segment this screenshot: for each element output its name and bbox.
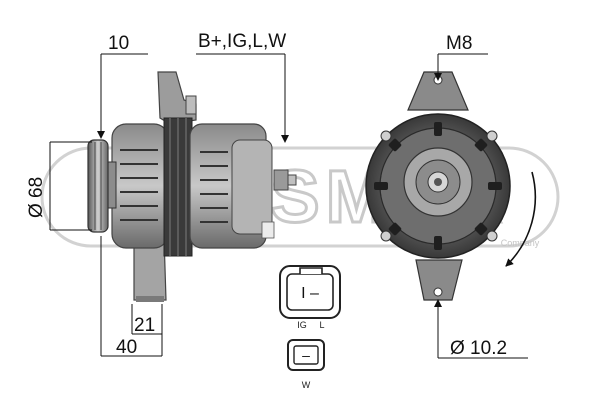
dimension-mount-thread: M8 [434,33,488,81]
alternator-front-view [365,71,511,301]
mount-distance-label: 40 [116,337,137,358]
plug-w-label: W [302,380,311,390]
dimension-pulley-width: 10 [97,33,148,139]
hole-diameter-label: Ø 10.2 [450,338,507,359]
plug-b-symbol: – [302,347,310,363]
dimension-hole-diameter: Ø 10.2 [434,299,528,359]
connector-plug-w: – W [287,339,325,390]
pulley-diameter-label: Ø 68 [26,177,47,218]
rotation-arrow-icon [505,171,537,267]
dimension-mount-offset: 21 [131,304,163,336]
mount-thread-label: M8 [446,33,472,54]
dimension-terminals: B+,IG,L,W [196,31,289,143]
terminals-label: B+,IG,L,W [198,31,286,52]
pin-ig-label: IG [297,320,307,330]
dimension-pulley-diameter: Ø 68 [26,141,92,231]
plug-a-symbol: I – [301,285,319,302]
watermark-tagline: Company [501,238,540,248]
dimension-mount-distance: 40 [100,236,163,358]
alternator-side-view [87,71,297,302]
mount-offset-label: 21 [134,315,155,336]
connector-plug-ig-l: I – IG L [279,265,341,330]
pin-l-label: L [319,320,324,330]
pulley-width-label: 10 [108,33,129,54]
